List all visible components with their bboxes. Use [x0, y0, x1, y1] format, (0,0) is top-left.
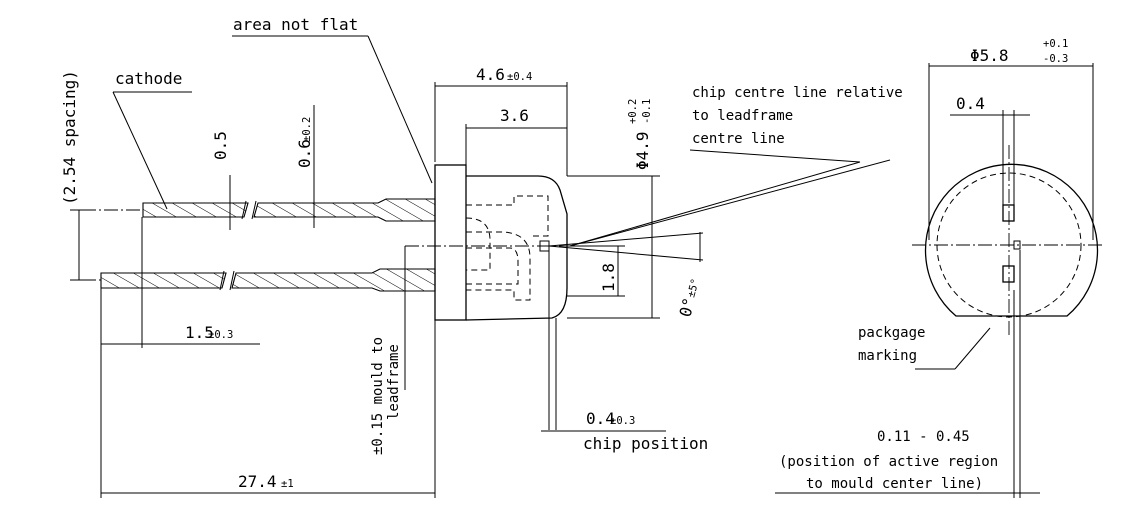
chip-centre-note-2: to leadframe: [692, 108, 793, 124]
area-not-flat-label: area not flat: [233, 15, 358, 34]
dim-lead-offset-label: 1.5: [185, 323, 214, 342]
chip-position-label: chip position: [583, 434, 708, 453]
dim-flange-diameter-tol-minus: -0.3: [1043, 53, 1068, 65]
angle-label: 0°: [676, 296, 699, 320]
dim-chip-position-label: 0.4: [586, 409, 615, 428]
mould-tolerance-label-1: ±0.15 mould to: [370, 337, 386, 455]
dim-lens-diameter-tol-plus: +0.2: [627, 99, 639, 124]
dim-flange-diameter-label: Φ5.8: [970, 46, 1009, 65]
active-region-label-3: to mould center line): [806, 476, 983, 492]
anode-lead: [100, 268, 436, 292]
dim-total-length-label: 27.4: [238, 472, 277, 491]
dim-chip-width-label: 0.4: [956, 94, 985, 113]
active-region-label-2: (position of active region: [779, 454, 998, 470]
dim-total-length-tol: ±1: [281, 478, 294, 490]
dim-chip-height-label: 1.8: [599, 263, 618, 292]
dim-lens-diameter-tol-minus: -0.1: [641, 99, 653, 124]
mould-tolerance-label-2: leadframe: [386, 344, 402, 420]
dim-lens-diameter-label: Φ4.9: [633, 131, 652, 170]
package-marking-label-1: packgage: [858, 325, 925, 341]
cathode-label: cathode: [115, 69, 182, 88]
chip-centre-note-1: chip centre line relative: [692, 85, 903, 101]
package-marking-label-2: marking: [858, 348, 917, 364]
dim-lead-thickness-label: 0.5: [211, 131, 230, 160]
chip-centre-note-3: centre line: [692, 131, 785, 147]
dim-lens-length-label: 3.6: [500, 106, 529, 125]
dim-chip-position-tol: ±0.3: [610, 415, 635, 427]
cathode-lead: [142, 198, 436, 222]
dim-lead-offset-tol: ±0.3: [208, 329, 233, 341]
dim-length-label: 4.6: [476, 65, 505, 84]
dim-length-tol: ±0.4: [507, 71, 532, 83]
package-body: [434, 164, 568, 321]
angle-tol: ±5°: [685, 277, 702, 298]
dim-lead-width-tol: ±0.2: [301, 117, 313, 142]
dim-flange-diameter-tol-plus: +0.1: [1043, 38, 1068, 50]
dim-lead-width-label: 0.6: [295, 139, 314, 168]
active-region-label-1: 0.11 - 0.45: [877, 429, 970, 445]
spacing-label: (2.54 spacing): [60, 70, 79, 205]
front-view: [912, 145, 1103, 335]
